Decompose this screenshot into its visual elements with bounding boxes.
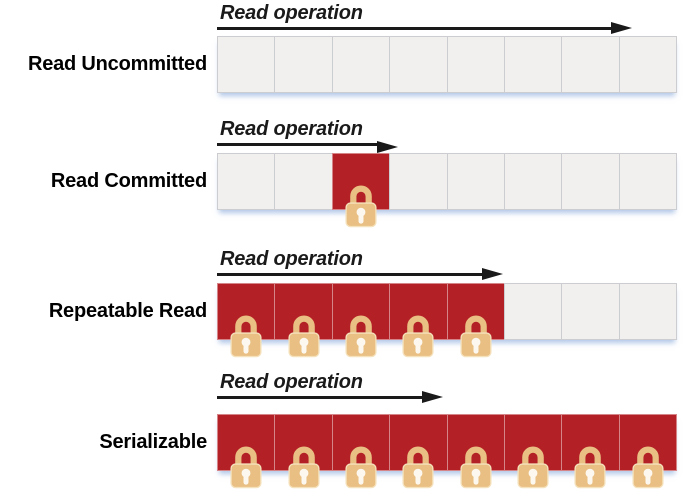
free-data-cell — [217, 153, 276, 210]
data-row-repeatable-read — [217, 283, 677, 358]
locked-data-cell — [503, 414, 563, 489]
data-row-read-uncommitted — [217, 36, 677, 93]
free-data-cell — [618, 153, 677, 210]
lock-icon — [399, 441, 437, 489]
lock-icon — [285, 441, 323, 489]
read-operation-label: Read operation — [220, 371, 363, 393]
free-data-cell — [331, 36, 391, 93]
arrow-head-icon — [377, 140, 398, 153]
lock-icon — [342, 180, 380, 228]
free-data-cell — [618, 36, 677, 93]
locked-data-cell — [274, 414, 333, 489]
free-data-cell — [274, 36, 333, 93]
arrow-line — [217, 143, 379, 146]
arrow-line — [217, 396, 424, 399]
lock-icon — [342, 310, 380, 358]
lock-icon — [227, 310, 265, 358]
row-label-read-committed: Read Committed — [50, 170, 207, 192]
lock-icon — [457, 310, 495, 358]
read-operation-arrow: Read operation — [217, 1, 632, 39]
free-data-cell — [561, 36, 620, 93]
lock-icon — [399, 310, 437, 358]
row-label-read-uncommitted: Read Uncommitted — [27, 53, 207, 75]
lock-icon — [629, 441, 667, 489]
locked-data-cell — [389, 283, 448, 358]
read-operation-arrow: Read operation — [217, 117, 398, 155]
locked-data-cell — [217, 414, 276, 489]
row-label-serializable: Serializable — [99, 431, 207, 453]
lock-icon — [514, 441, 552, 489]
arrow-head-icon — [611, 21, 632, 34]
free-data-cell — [389, 153, 448, 210]
arrow-line — [217, 273, 484, 276]
free-data-cell — [446, 153, 505, 210]
locked-data-cell — [561, 414, 620, 489]
free-data-cell — [503, 283, 563, 340]
free-data-cell — [503, 36, 563, 93]
locked-data-cell — [446, 283, 505, 358]
lock-icon — [571, 441, 609, 489]
read-operation-label: Read operation — [220, 118, 363, 140]
arrow-line — [217, 27, 613, 30]
free-data-cell — [561, 283, 620, 340]
free-data-cell — [446, 36, 505, 93]
lock-icon — [285, 310, 323, 358]
data-row-serializable — [217, 414, 677, 489]
read-operation-arrow: Read operation — [217, 247, 503, 285]
locked-data-cell — [331, 414, 391, 489]
locked-data-cell — [331, 283, 391, 358]
free-data-cell — [561, 153, 620, 210]
data-row-read-committed — [217, 153, 677, 228]
free-data-cell — [503, 153, 563, 210]
locked-data-cell — [389, 414, 448, 489]
locked-data-cell — [274, 283, 333, 358]
read-operation-label: Read operation — [220, 2, 363, 24]
locked-data-cell — [217, 283, 276, 358]
lock-icon — [342, 441, 380, 489]
read-operation-label: Read operation — [220, 248, 363, 270]
free-data-cell — [618, 283, 677, 340]
free-data-cell — [217, 36, 276, 93]
free-data-cell — [389, 36, 448, 93]
free-data-cell — [274, 153, 333, 210]
locked-data-cell — [618, 414, 677, 489]
read-operation-arrow: Read operation — [217, 370, 443, 408]
locked-data-cell — [446, 414, 505, 489]
locked-data-cell — [331, 153, 391, 228]
arrow-head-icon — [422, 390, 443, 403]
row-label-repeatable-read: Repeatable Read — [48, 300, 207, 322]
lock-icon — [227, 441, 265, 489]
arrow-head-icon — [482, 267, 503, 280]
lock-icon — [457, 441, 495, 489]
